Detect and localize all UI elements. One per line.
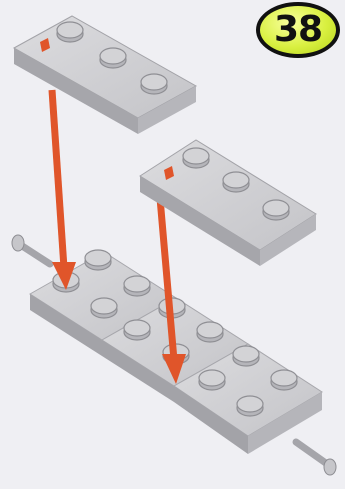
placement-arrow-left (52, 90, 76, 290)
left-axle (12, 235, 50, 264)
step-number-badge: 38 (256, 2, 340, 58)
plate-1x3-top (14, 16, 196, 134)
right-axle (296, 442, 336, 475)
step-number: 38 (274, 12, 322, 48)
